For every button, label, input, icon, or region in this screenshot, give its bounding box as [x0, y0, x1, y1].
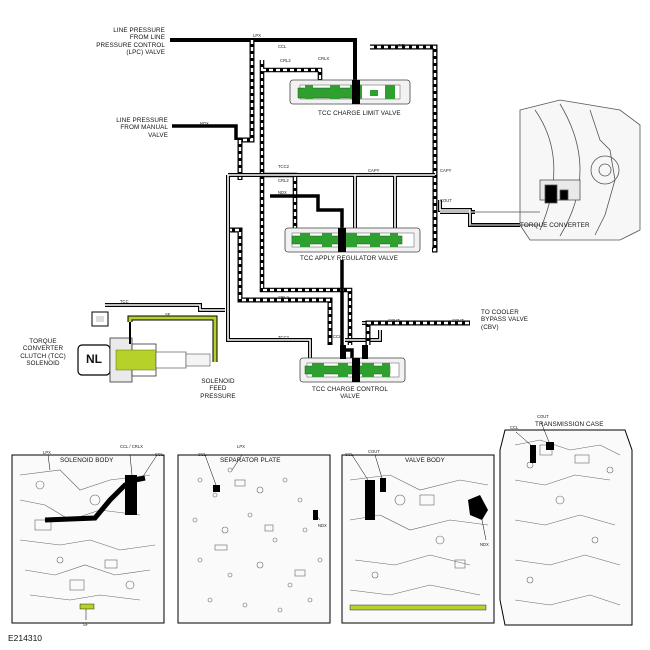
- tag-tccl: CCL: [333, 334, 342, 339]
- transmission-case-panel: [499, 429, 633, 626]
- tcc-solenoid-label: TORQUE CONVERTER CLUTCH (TCC) SOLENOID: [20, 338, 66, 368]
- torque-converter: [470, 99, 641, 241]
- solenoid-feed-label: SOLENOID FEED PRESSURE: [200, 378, 236, 400]
- tcc-line: [105, 303, 225, 312]
- lpx-line: [170, 38, 357, 82]
- separator-plate-panel: [177, 454, 331, 624]
- solenoid-body-panel: [11, 454, 165, 624]
- solenoid-body-title: SOLENOID BODY: [60, 457, 114, 464]
- line-pressure-fills: [338, 80, 368, 382]
- tag-sf: SF: [165, 312, 171, 317]
- cout-line: [365, 320, 470, 345]
- separator-plate-title: SEPARATOR PLATE: [220, 457, 281, 464]
- sb-lpx-tag: LPX: [43, 450, 51, 455]
- top-hydraulic-circuit: [77, 38, 641, 383]
- tag-ccl-2: CCL: [398, 43, 407, 48]
- valve-body-title: VALVE BODY: [405, 457, 445, 464]
- tag-capy-1: CAPY: [368, 168, 380, 173]
- tag-ccl-1: CCL: [278, 44, 287, 49]
- tag-tcc2-1: TCC2: [278, 164, 289, 169]
- tcc-connector: [91, 311, 109, 327]
- tag-capy-2: CAPY: [440, 168, 452, 173]
- tag-crl2-3: CRL2: [278, 295, 289, 300]
- tc-cout-tag: COUT: [537, 414, 549, 419]
- sb-sf-tag: SF: [83, 622, 89, 627]
- tag-crl2-2: CRL2: [278, 178, 289, 183]
- charge-control-valve-label: TCC CHARGE CONTROL VALVE: [312, 386, 388, 401]
- ndx-line: [172, 124, 354, 365]
- tcc-solenoid: [77, 322, 211, 383]
- tag-tcc2-2: TCC2: [278, 335, 289, 340]
- sb-ccl-crlx-tag: CCL / CRLX: [120, 444, 143, 449]
- tag-ndx-2: NDX: [278, 190, 287, 195]
- torque-converter-label: TORQUE CONVERTER: [520, 222, 590, 229]
- sp-ccl-tag: CCL: [198, 452, 207, 457]
- to-cooler-label: TO COOLER BYPASS VALVE (CBV): [481, 309, 529, 331]
- tcc2-capy-lines: [226, 173, 520, 360]
- vb-ccl-tag: CCL: [345, 452, 354, 457]
- tag-cout-1: COUT: [440, 198, 452, 203]
- ccl-line: [228, 40, 438, 345]
- transmission-case-title: TRANSMISSION CASE: [535, 421, 604, 428]
- tag-cout-2: COUT: [388, 318, 400, 323]
- tcc-apply-regulator-valve: [284, 227, 421, 253]
- tag-crlx: CRLX: [318, 56, 330, 61]
- lpc-source-label: LINE PRESSURE FROM LINE PRESSURE CONTROL…: [96, 27, 165, 57]
- vb-ndx-tag: NDX: [480, 542, 489, 547]
- leader-lines: [47, 421, 550, 620]
- figure-id: E214310: [8, 633, 43, 643]
- apply-regulator-valve-label: TCC APPLY REGULATOR VALVE: [300, 255, 399, 262]
- valve-body-panel: [341, 454, 495, 624]
- tc-ccl-tag: CCL: [510, 425, 519, 430]
- charge-limit-valve-label: TCC CHARGE LIMIT VALVE: [318, 110, 401, 117]
- tag-lpx: LPX: [253, 33, 261, 38]
- solenoid-marker: NL: [86, 352, 102, 366]
- sf-line: [127, 315, 218, 362]
- tag-crl2-1: CRL2: [280, 58, 291, 63]
- sp-lpx-tag: LPX: [237, 444, 245, 449]
- sb-ccl-tag: CCL: [155, 452, 164, 457]
- sp-ndx-tag: NDX: [318, 523, 327, 528]
- manual-source-label: LINE PRESSURE FROM MANUAL VALVE: [116, 117, 168, 139]
- vb-cout-tag: COUT: [368, 449, 380, 454]
- tag-cout-3: COUT: [452, 318, 464, 323]
- tag-ndx-1: NDX: [200, 121, 209, 126]
- tag-tcc: TCC: [120, 299, 129, 304]
- tcc-charge-limit-valve: [289, 79, 411, 105]
